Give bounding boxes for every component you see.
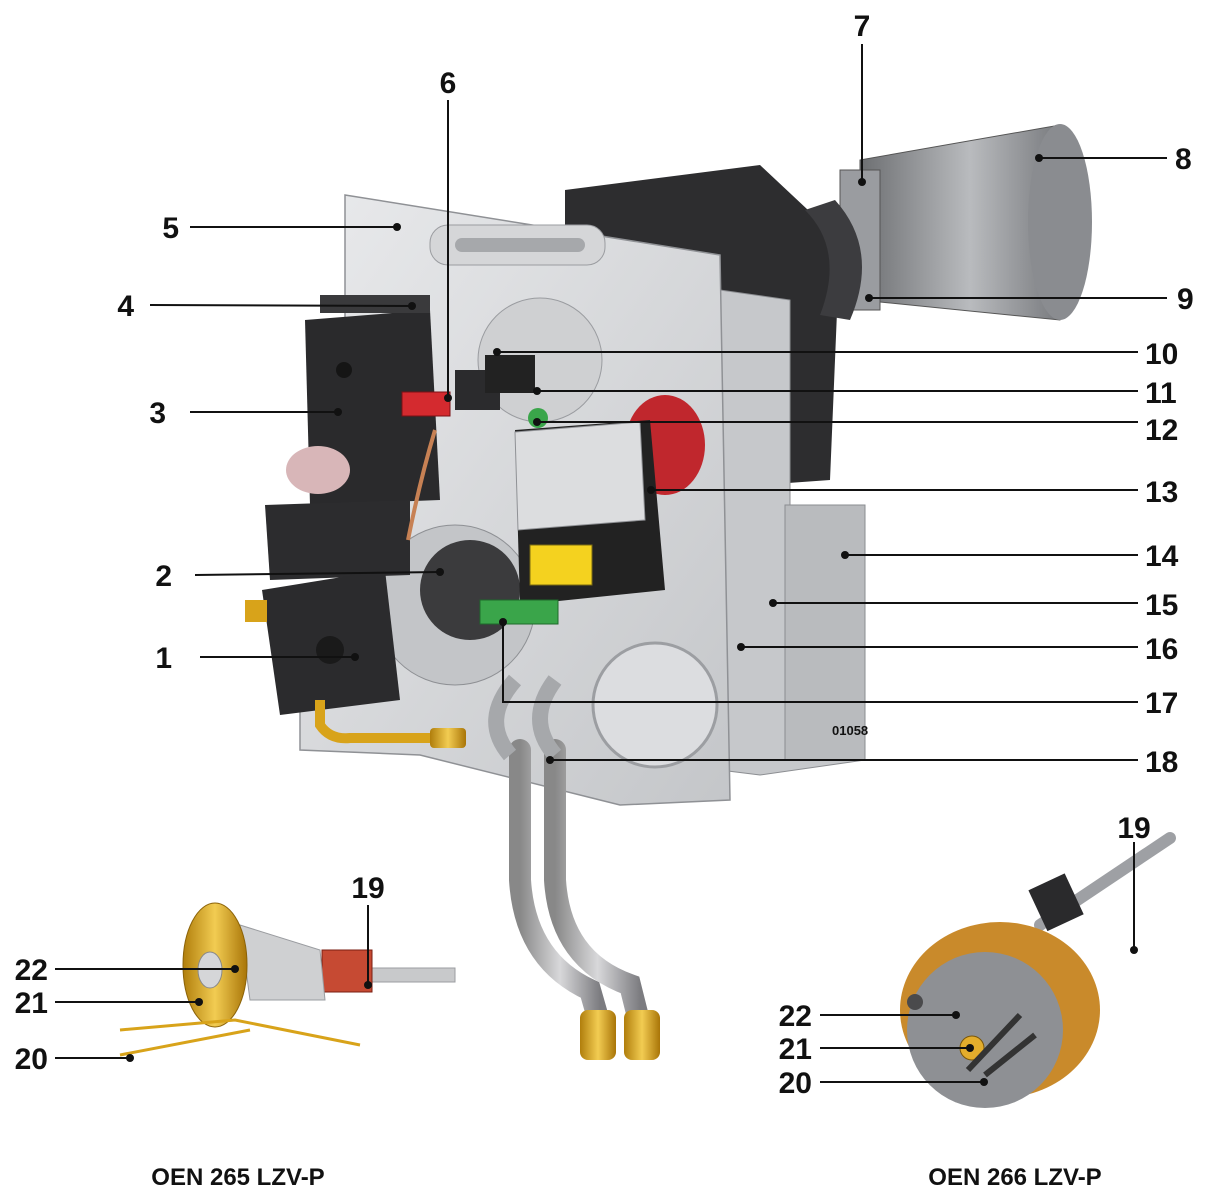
label-11: 11 <box>1145 377 1177 410</box>
label-16: 16 <box>1145 633 1178 666</box>
oil-line-nut <box>430 728 466 748</box>
label-1: 1 <box>155 642 172 675</box>
nozzle-assembly-right <box>900 832 1176 1108</box>
label-3: 3 <box>149 397 166 430</box>
caption-left: OEN 265 LZV-P <box>151 1164 324 1191</box>
disc-hole-right <box>907 994 923 1010</box>
label-12: 12 <box>1145 414 1178 447</box>
hose-top-loop-1 <box>488 674 522 761</box>
label-15: 15 <box>1145 589 1178 622</box>
cover-panel <box>784 504 866 761</box>
transformer-port <box>336 362 352 378</box>
oil-hose-2 <box>544 739 651 1036</box>
label-left-21: 21 <box>15 987 48 1020</box>
electrodes-left <box>119 1018 361 1057</box>
nozzle-assembly-left <box>119 902 456 1057</box>
control-box-label <box>529 544 593 586</box>
connector-right <box>1028 873 1084 932</box>
hose-top-loop-2 <box>532 675 562 761</box>
label-4: 4 <box>117 290 134 323</box>
connector-block <box>485 355 535 393</box>
disc-face-right <box>907 952 1063 1108</box>
blast-tube-end <box>1028 124 1092 320</box>
diagram-code: 01058 <box>832 723 868 738</box>
solenoid-red <box>401 391 451 417</box>
pump-port <box>316 636 344 664</box>
plate-handle-slot <box>455 238 585 252</box>
label-10: 10 <box>1145 338 1178 371</box>
label-8: 8 <box>1175 143 1192 176</box>
oil-line <box>315 700 440 744</box>
label-5: 5 <box>162 212 179 245</box>
hose-fitting-2 <box>624 1010 660 1060</box>
label-13: 13 <box>1145 476 1178 509</box>
label-17: 17 <box>1145 687 1178 720</box>
burner-illustration <box>245 124 1092 1060</box>
solenoid-valve <box>265 500 410 580</box>
label-left-19: 19 <box>351 872 384 905</box>
label-6: 6 <box>440 67 457 100</box>
transformer-bracket <box>320 295 430 313</box>
oil-hose-1 <box>509 739 611 1036</box>
terminal-block <box>479 599 559 625</box>
ignition-wire <box>406 429 437 541</box>
transformer-cable-boot <box>286 446 350 494</box>
label-right-22: 22 <box>779 1000 812 1033</box>
label-7: 7 <box>854 10 871 43</box>
control-box-cover <box>514 421 646 531</box>
label-18: 18 <box>1145 746 1178 779</box>
callouts: 1 2 3 4 5 6 7 8 9 10 11 12 13 14 15 16 <box>15 10 1194 1191</box>
label-right-20: 20 <box>779 1067 812 1100</box>
pump-fitting <box>245 600 267 622</box>
electrodes-right <box>965 1012 1037 1078</box>
label-left-22: 22 <box>15 954 48 987</box>
label-right-19: 19 <box>1117 812 1150 845</box>
lower-opening <box>591 641 719 769</box>
red-block-left <box>321 949 373 993</box>
label-9: 9 <box>1177 283 1194 316</box>
label-2: 2 <box>155 560 172 593</box>
caption-right: OEN 266 LZV-P <box>928 1164 1101 1191</box>
label-14: 14 <box>1145 540 1179 573</box>
label-right-21: 21 <box>779 1033 812 1066</box>
label-left-20: 20 <box>15 1043 48 1076</box>
hose-fitting-1 <box>580 1010 616 1060</box>
electrode-body-left <box>239 924 326 1001</box>
flange-ring <box>805 200 862 320</box>
